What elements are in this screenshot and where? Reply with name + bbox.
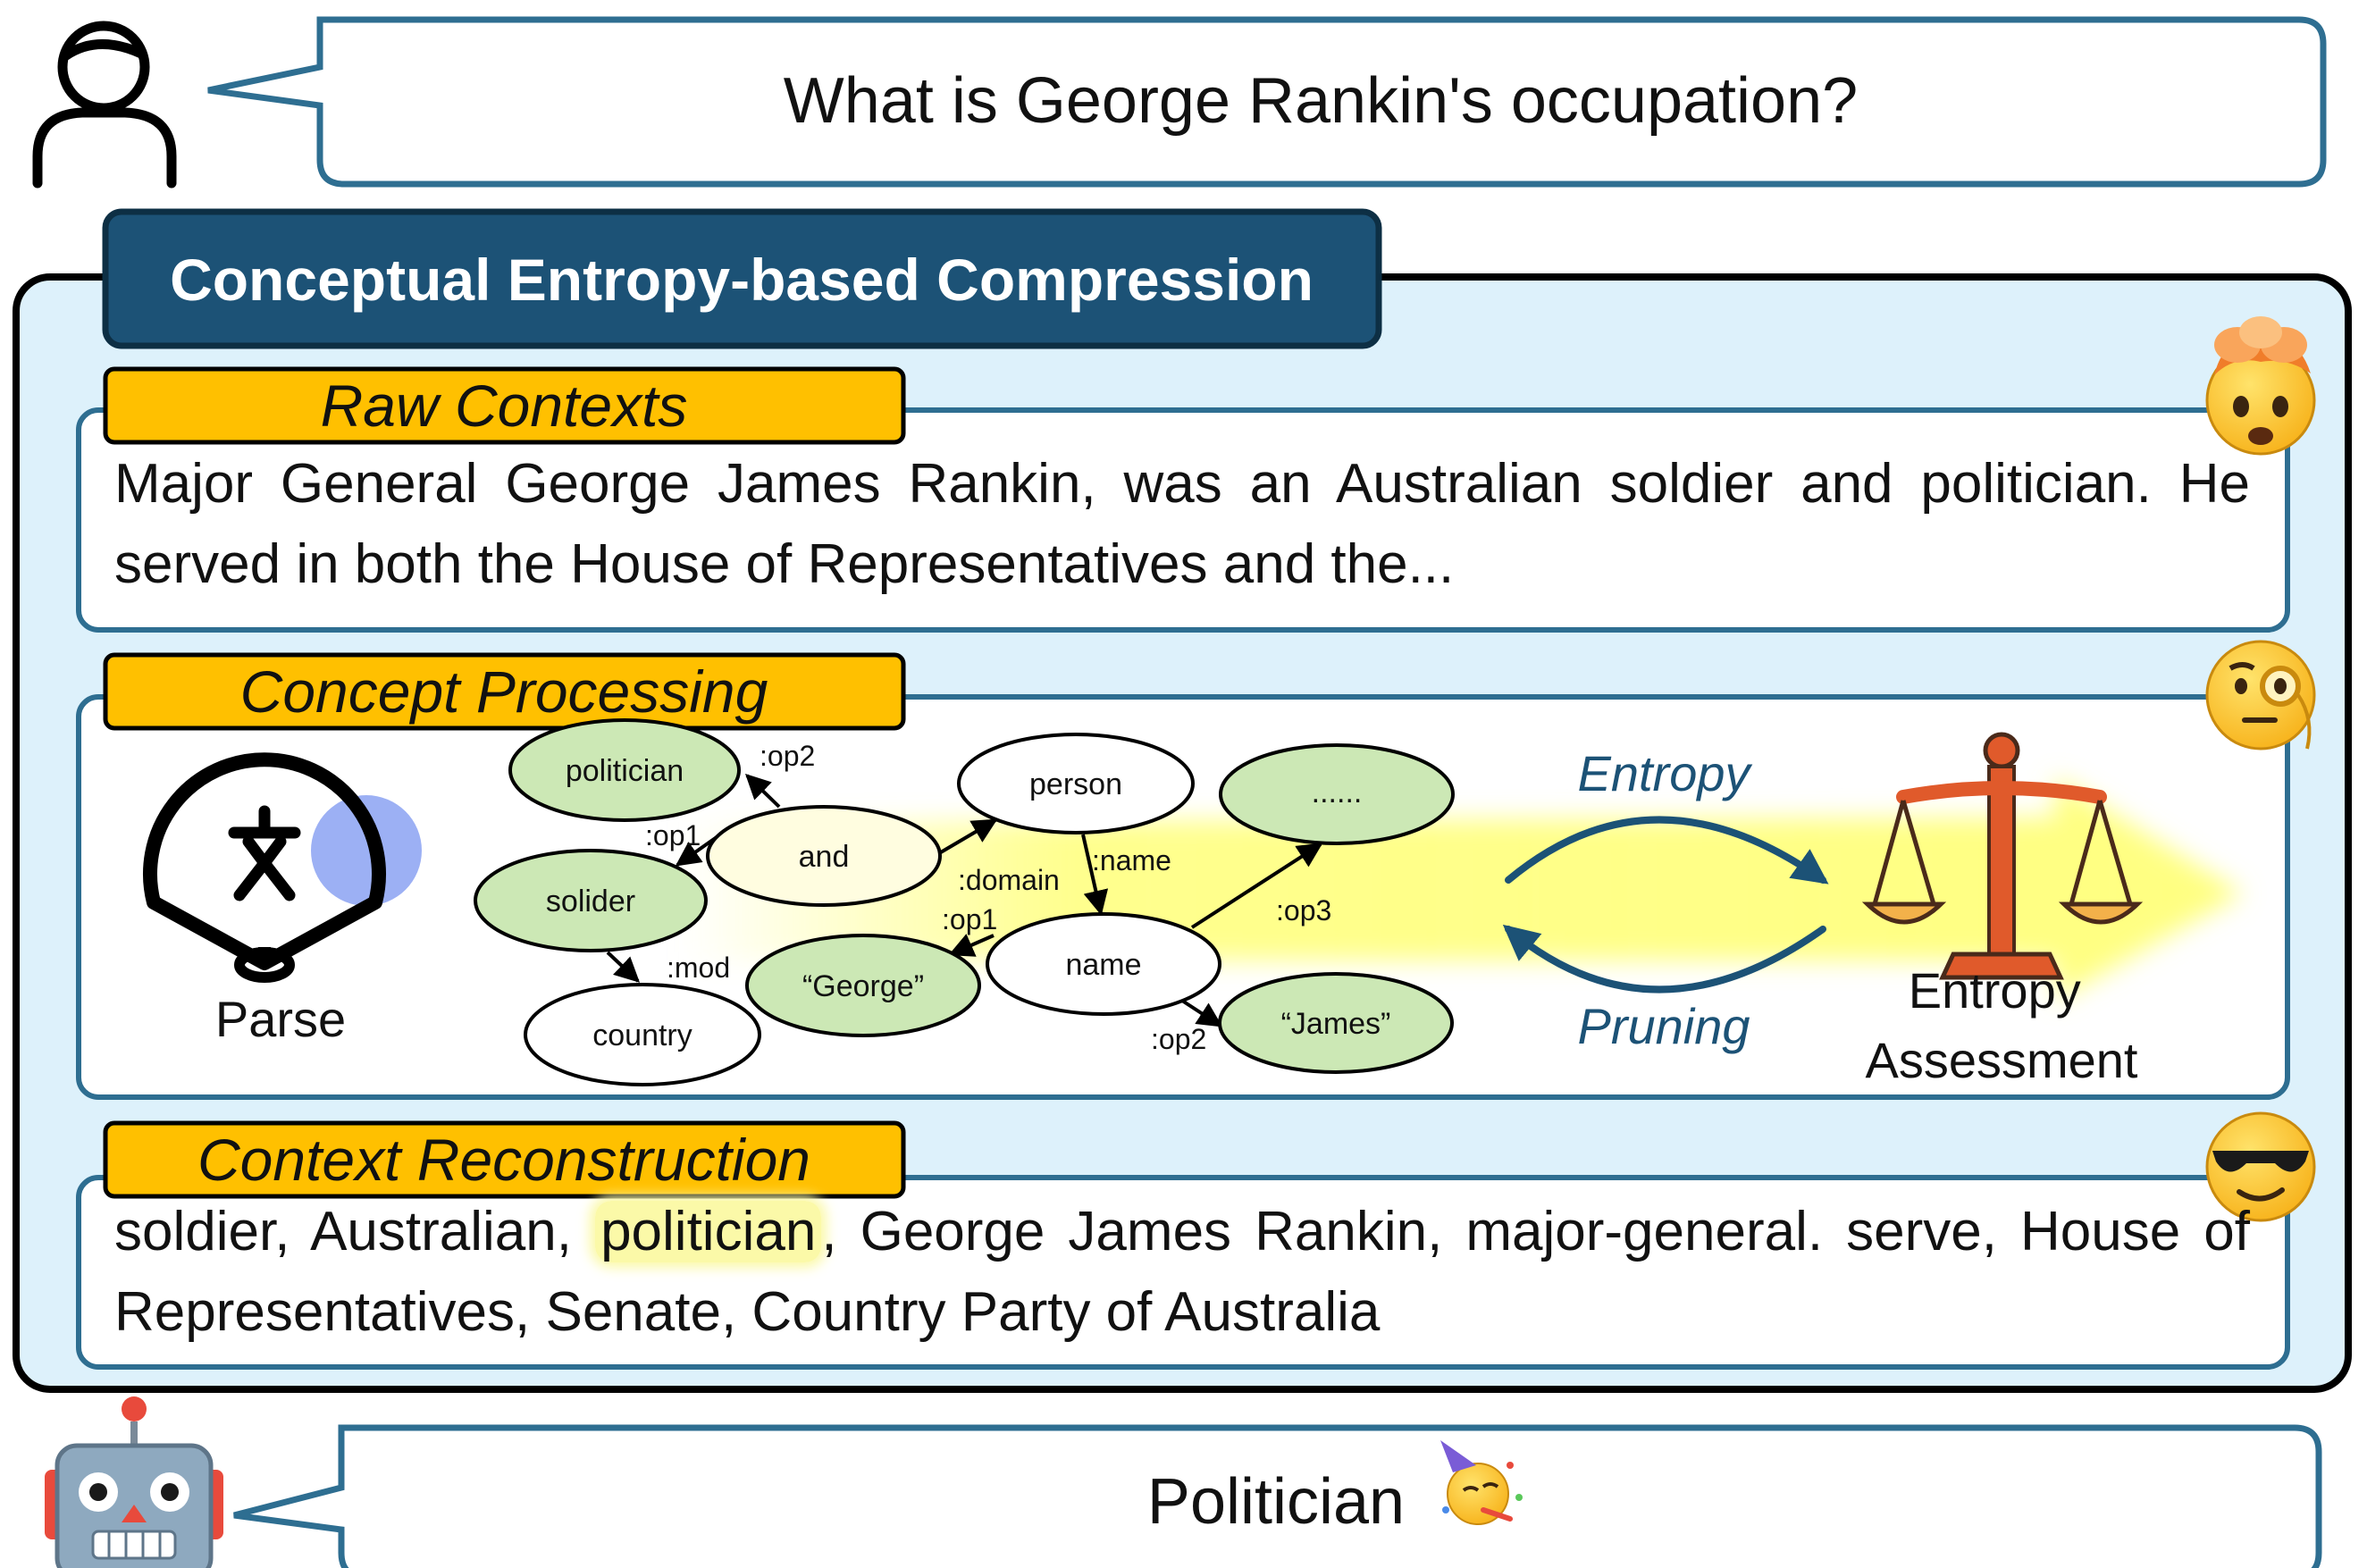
edge-name-dots — [1190, 843, 1323, 929]
edge-label-op1-mid: :op1 — [942, 903, 997, 935]
raw-contexts-title: Raw Contexts — [321, 373, 688, 439]
edge-and-person — [933, 818, 998, 858]
graph-edges — [606, 774, 1323, 1027]
robot-icon — [45, 1396, 223, 1568]
edge-label-op3: :op3 — [1276, 894, 1331, 927]
edge-person-name — [1081, 834, 1109, 916]
node-label-person: person — [1029, 767, 1122, 801]
node-james — [1218, 972, 1454, 1074]
edge-name-george — [948, 934, 995, 957]
node-solider — [474, 849, 708, 952]
monocle-face-emoji — [2205, 640, 2316, 750]
edge-name-james — [1178, 997, 1223, 1027]
node-label-solider: solider — [546, 885, 635, 918]
node-name — [986, 912, 1221, 1016]
node-label-country: country — [592, 1019, 692, 1052]
party-face-emoji — [1440, 1440, 1523, 1525]
highlighted-answer: politician — [595, 1201, 822, 1262]
concept-processing-title: Concept Processing — [240, 658, 768, 725]
entropy-assessment-line1: Entropy — [1909, 962, 2081, 1019]
main-title-tab — [102, 208, 1382, 349]
sunglasses-face-emoji — [2205, 1111, 2316, 1222]
node-label-george: “George” — [802, 969, 924, 1003]
node-dots — [1219, 743, 1455, 845]
context-reconstruction-tab — [103, 1120, 906, 1199]
node-person — [957, 733, 1195, 834]
scales-icon — [1861, 732, 2144, 980]
node-label-dots: ...... — [1312, 776, 1363, 809]
edge-solider-country — [606, 951, 641, 983]
edge-label-op2-bot: :op2 — [1151, 1023, 1206, 1055]
parse-label: Parse — [215, 991, 346, 1047]
node-label-and: and — [799, 840, 850, 874]
entropy-assessment-line2: Assessment — [1866, 1032, 2138, 1088]
edge-and-politician — [744, 774, 781, 809]
edge-label-mod: :mod — [667, 952, 730, 984]
node-politician — [508, 718, 741, 822]
question-text: What is George Rankin's occupation? — [784, 65, 1858, 137]
edge-label-domain: :domain — [958, 864, 1060, 896]
parse-logo-icon — [143, 752, 422, 983]
recon-text-before: soldier, Australian, — [114, 1201, 596, 1262]
edge-label-name: :name — [1092, 844, 1171, 876]
reconstruction-text: soldier, Australian, politician, George … — [114, 1192, 2250, 1353]
main-title: Conceptual Entropy-based Compression — [170, 247, 1314, 313]
answer-text: Politician — [1147, 1466, 1405, 1538]
exploding-head-emoji — [2205, 316, 2316, 456]
entropy-assessment-label: Entropy Assessment — [1866, 962, 2138, 1088]
user-icon — [32, 21, 177, 189]
edge-label-op2-top: :op2 — [760, 740, 815, 772]
raw-contexts-text: Major General George James Rankin, was a… — [114, 453, 2250, 595]
question-bubble — [207, 16, 2327, 188]
node-label-name: name — [1065, 948, 1141, 982]
raw-contexts-box — [76, 407, 2290, 633]
recon-text-after: , George James Rankin, major-general. se… — [114, 1201, 2251, 1343]
graph-nodes — [474, 718, 1455, 1086]
edge-and-solider — [675, 835, 718, 867]
entropy-pruning-arrows — [1502, 816, 1829, 994]
node-george — [745, 934, 981, 1037]
raw-contexts-tab — [103, 366, 906, 445]
pruning-label: Pruning — [1577, 998, 1750, 1054]
node-and — [706, 805, 942, 907]
context-reconstruction-title: Context Reconstruction — [197, 1127, 810, 1193]
concept-processing-tab — [103, 652, 906, 731]
node-country — [524, 983, 761, 1086]
entropy-label: Entropy — [1578, 745, 1753, 801]
node-label-james: “James” — [1281, 1007, 1391, 1041]
node-label-politician: politician — [566, 754, 684, 788]
answer-bubble — [233, 1424, 2322, 1568]
edge-label-op1-top: :op1 — [645, 819, 701, 851]
